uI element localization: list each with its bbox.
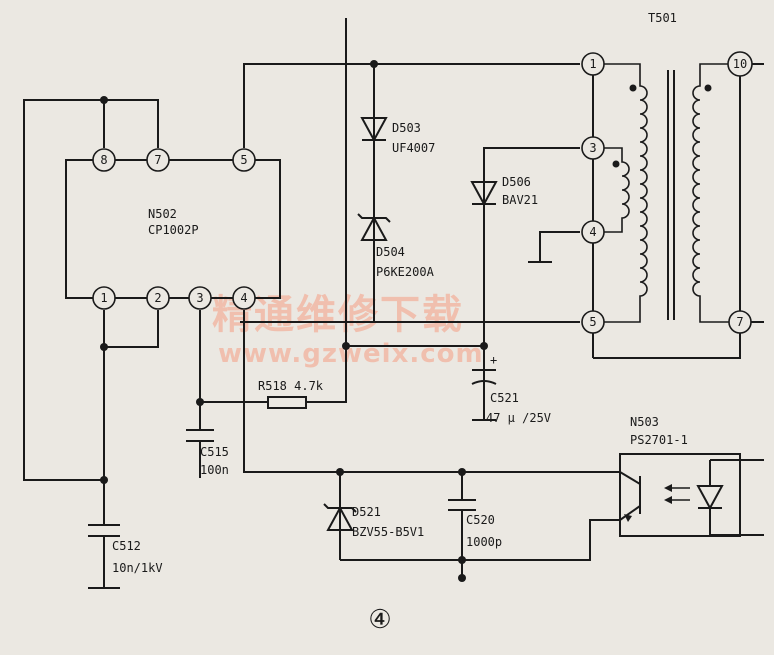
opto-ref: N503 [630, 415, 659, 429]
t501-pin-7 [728, 310, 752, 334]
diode-d504 [357, 213, 391, 241]
d504-part: P6KE200A [376, 265, 435, 279]
c520-ref: C520 [466, 513, 495, 527]
junctions [100, 60, 488, 582]
svg-text:1: 1 [589, 57, 596, 71]
d503-part: UF4007 [392, 141, 435, 155]
svg-text:5: 5 [240, 153, 247, 167]
ic-pins: 8 7 5 1 2 3 4 [92, 148, 256, 310]
svg-text:7: 7 [736, 315, 743, 329]
t501-pin-1 [581, 52, 605, 76]
optocoupler-n503 [619, 453, 741, 537]
svg-text:4: 4 [240, 291, 247, 305]
c521-polarity: + [490, 353, 497, 367]
watermark: 精通维修下载 www.gzweix.com [212, 292, 484, 369]
ic-pin-3 [188, 286, 212, 310]
d521-ref: D521 [352, 505, 381, 519]
svg-text:8: 8 [100, 153, 107, 167]
r518-label: R518 4.7k [258, 379, 324, 393]
d504-ref: D504 [376, 245, 405, 259]
ic-n502-body [65, 159, 281, 299]
d503-ref: D503 [392, 121, 421, 135]
c520-value: 1000p [466, 535, 502, 549]
transformer-ref: T501 [648, 11, 677, 25]
c521-value: 47 μ /25V [486, 411, 551, 425]
ic-pin-2 [146, 286, 170, 310]
ic-pin-7 [146, 148, 170, 172]
transformer-pins: 1 3 4 5 10 7 [581, 51, 753, 334]
transformer-t501 [593, 63, 740, 323]
ic-pin-5 [232, 148, 256, 172]
ic-pin-4 [232, 286, 256, 310]
svg-text:2: 2 [154, 291, 161, 305]
diode-d503 [360, 117, 388, 143]
ic-pin-1 [92, 286, 116, 310]
figure-number: ④ [368, 605, 391, 635]
opto-part: PS2701-1 [630, 433, 688, 447]
capacitor-c521 [471, 369, 497, 420]
c515-value: 100n [200, 463, 229, 477]
svg-text:5: 5 [589, 315, 596, 329]
svg-text:3: 3 [589, 141, 596, 155]
c512-value: 10n/1kV [112, 561, 163, 575]
ic-part-label: CP1002P [148, 223, 199, 237]
svg-text:10: 10 [733, 57, 747, 71]
t501-pin-5 [581, 310, 605, 334]
t501-pin-4 [581, 220, 605, 244]
wires [23, 18, 764, 589]
svg-text:7: 7 [154, 153, 161, 167]
d506-ref: D506 [502, 175, 531, 189]
diode-d506 [470, 181, 498, 207]
d521-part: BZV55-B5V1 [352, 525, 424, 539]
ic-ref-label: N502 [148, 207, 177, 221]
d506-part: BAV21 [502, 193, 538, 207]
t501-pin-10 [727, 51, 753, 77]
svg-text:3: 3 [196, 291, 203, 305]
c521-ref: C521 [490, 391, 519, 405]
t501-pin-3 [581, 136, 605, 160]
watermark-url: www.gzweix.com [218, 339, 484, 369]
ic-pin-8 [92, 148, 116, 172]
c512-ref: C512 [112, 539, 141, 553]
svg-text:1: 1 [100, 291, 107, 305]
svg-text:4: 4 [589, 225, 596, 239]
c515-ref: C515 [200, 445, 229, 459]
zener-d521 [323, 503, 357, 531]
